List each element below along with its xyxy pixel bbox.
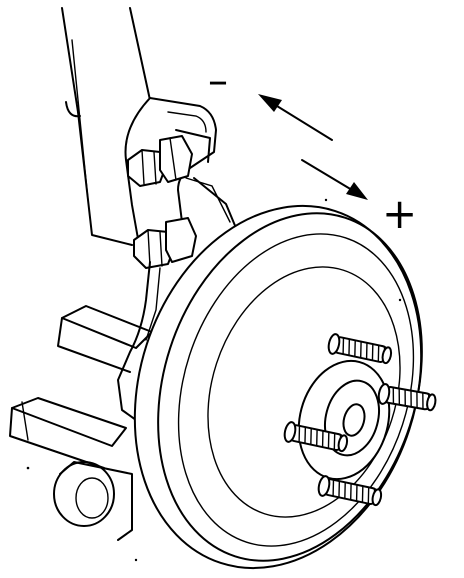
control-arm <box>9 305 153 469</box>
wheel-stud <box>377 383 437 412</box>
minus-symbol: – <box>208 58 228 104</box>
lower-bolt <box>133 217 197 269</box>
control-arm-bushing <box>53 461 133 541</box>
wheel-stud <box>283 421 349 453</box>
arrow-up-left <box>258 94 333 141</box>
arrow-down-right <box>301 159 368 200</box>
wheel-stud <box>317 475 383 507</box>
speckles <box>26 198 402 562</box>
wheel-hub <box>297 359 391 481</box>
wheel-studs <box>283 333 437 507</box>
strut <box>61 7 151 246</box>
upper-bolt <box>127 135 193 187</box>
plus-symbol: + <box>382 189 417 238</box>
wheel-stud <box>327 333 393 365</box>
